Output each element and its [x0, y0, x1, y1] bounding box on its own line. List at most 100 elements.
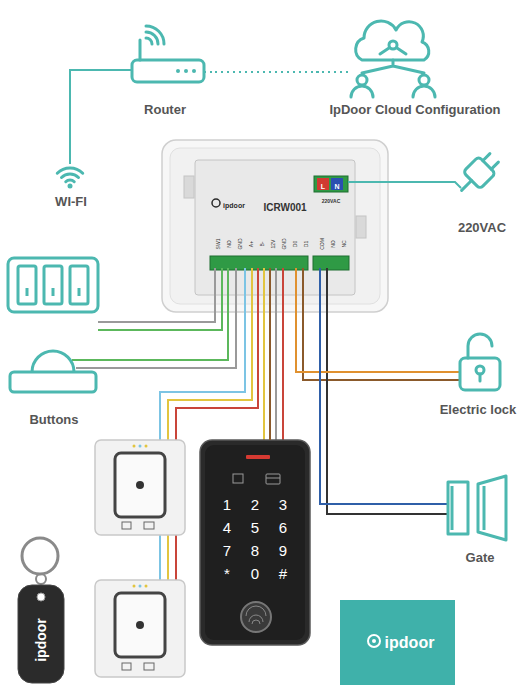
- keypad-node: 123456789*0#: [200, 440, 310, 645]
- cloud-icon: [351, 21, 435, 97]
- lock-icon: [479, 374, 482, 381]
- router-link-wire: [70, 70, 132, 164]
- cloud-icon: [362, 60, 424, 73]
- keypad-body: [200, 440, 310, 645]
- key-label: 6: [269, 520, 297, 536]
- controller-housing: [356, 216, 366, 238]
- buttons-node: Buttons: [3, 254, 105, 430]
- node-label: Router: [144, 102, 186, 117]
- reader-wire: [159, 535, 161, 580]
- power-wire: [348, 182, 461, 188]
- switch-panel-icon: [8, 258, 98, 312]
- cloud-icon: [413, 86, 435, 97]
- card-reader: [115, 453, 165, 517]
- label-holder: N: [334, 176, 339, 192]
- lock-wire: [430, 371, 460, 373]
- card-reader: [145, 585, 148, 588]
- reader-wire: [167, 535, 169, 580]
- label-holder: D0: [284, 241, 300, 247]
- keypad-body: [205, 445, 305, 640]
- lock-icon: [460, 334, 500, 390]
- keypad-body: [246, 455, 270, 459]
- router-icon: [146, 26, 164, 44]
- node-label: WI-FI: [55, 194, 87, 209]
- node-label: ipdoor: [385, 634, 435, 652]
- terminal-block: [317, 178, 329, 190]
- pin-label: GND: [238, 238, 243, 249]
- gate-icon: [451, 486, 454, 530]
- rfid-card: [372, 639, 376, 643]
- keychain-tag: [18, 585, 64, 683]
- card-reader: [122, 522, 131, 529]
- wifi-icon: [57, 168, 82, 173]
- gate-icon: [448, 482, 468, 534]
- reader-wire: [175, 535, 177, 580]
- gate-icon: [483, 486, 486, 530]
- cloud-link-dotted: [316, 71, 348, 73]
- node-label: Buttons: [29, 412, 78, 427]
- gate-wire: [320, 268, 448, 514]
- reader-wire: [160, 268, 245, 440]
- cloud-node: IpDoor Cloud Configuration: [324, 20, 506, 120]
- wire-connector: [388, 181, 446, 183]
- key-label: 9: [269, 543, 297, 559]
- terminal-block: [313, 256, 349, 270]
- terminal-block: [314, 176, 348, 192]
- pin-label: SW1: [216, 239, 221, 250]
- keypad-body: [246, 606, 266, 624]
- card-reader: [95, 440, 185, 535]
- router-icon: [146, 38, 152, 44]
- wire-connector: [269, 312, 271, 440]
- power-node: 220VAC: [446, 132, 518, 238]
- card-reader: [115, 593, 165, 657]
- pin-label: 12V: [271, 240, 276, 249]
- keypad-wire: [275, 268, 277, 440]
- card-reader: [139, 585, 142, 588]
- keypad-wire: [263, 268, 265, 440]
- label-holder: GND: [273, 238, 289, 249]
- router-icon: [139, 40, 142, 60]
- lock-icon: [460, 358, 500, 390]
- label-holder: SW1: [207, 239, 223, 250]
- power-wire: [446, 182, 461, 188]
- push-button-icon: [10, 351, 96, 392]
- card-reader: [122, 663, 131, 670]
- router-icon: [192, 69, 196, 73]
- key-label: 0: [241, 566, 269, 582]
- pin-label: GND: [282, 238, 287, 249]
- pin-label: COM: [320, 238, 325, 250]
- controller-node: ICRW001: [162, 140, 388, 312]
- power-wire: [348, 181, 388, 183]
- switch-panel-icon: [70, 266, 88, 304]
- key-label: 1: [213, 497, 241, 513]
- pin-label: B-: [260, 242, 265, 247]
- gate-wire: [327, 268, 448, 514]
- rfid-card: [340, 600, 455, 685]
- node-label: Gate: [466, 550, 495, 565]
- lock-node: Electric lock: [430, 328, 526, 420]
- controller-housing: [184, 176, 194, 198]
- wire-connector: [215, 71, 324, 73]
- button-wire: [227, 268, 229, 312]
- board-label: L: [321, 183, 325, 190]
- label-holder: NC: [333, 240, 349, 247]
- router-icon: [176, 69, 180, 73]
- router-node: Router: [115, 22, 215, 120]
- reader-wire: [176, 268, 258, 440]
- switch-panel-icon: [27, 288, 79, 296]
- lock-wire: [295, 268, 297, 312]
- plug-icon: [462, 180, 472, 190]
- node-label: 220VAC: [458, 220, 506, 235]
- gate-icon: [478, 476, 506, 540]
- key-label: 4: [213, 520, 241, 536]
- cloud-link-dotted: [204, 71, 216, 73]
- key-label: *: [213, 566, 241, 582]
- push-button-icon: [32, 351, 74, 372]
- router-icon: [146, 32, 158, 44]
- board-label: 220VAC: [322, 199, 341, 204]
- card-reader: [95, 580, 185, 677]
- label-holder: B-: [251, 242, 267, 247]
- button-wire: [98, 268, 215, 322]
- keypad-body: [241, 602, 271, 632]
